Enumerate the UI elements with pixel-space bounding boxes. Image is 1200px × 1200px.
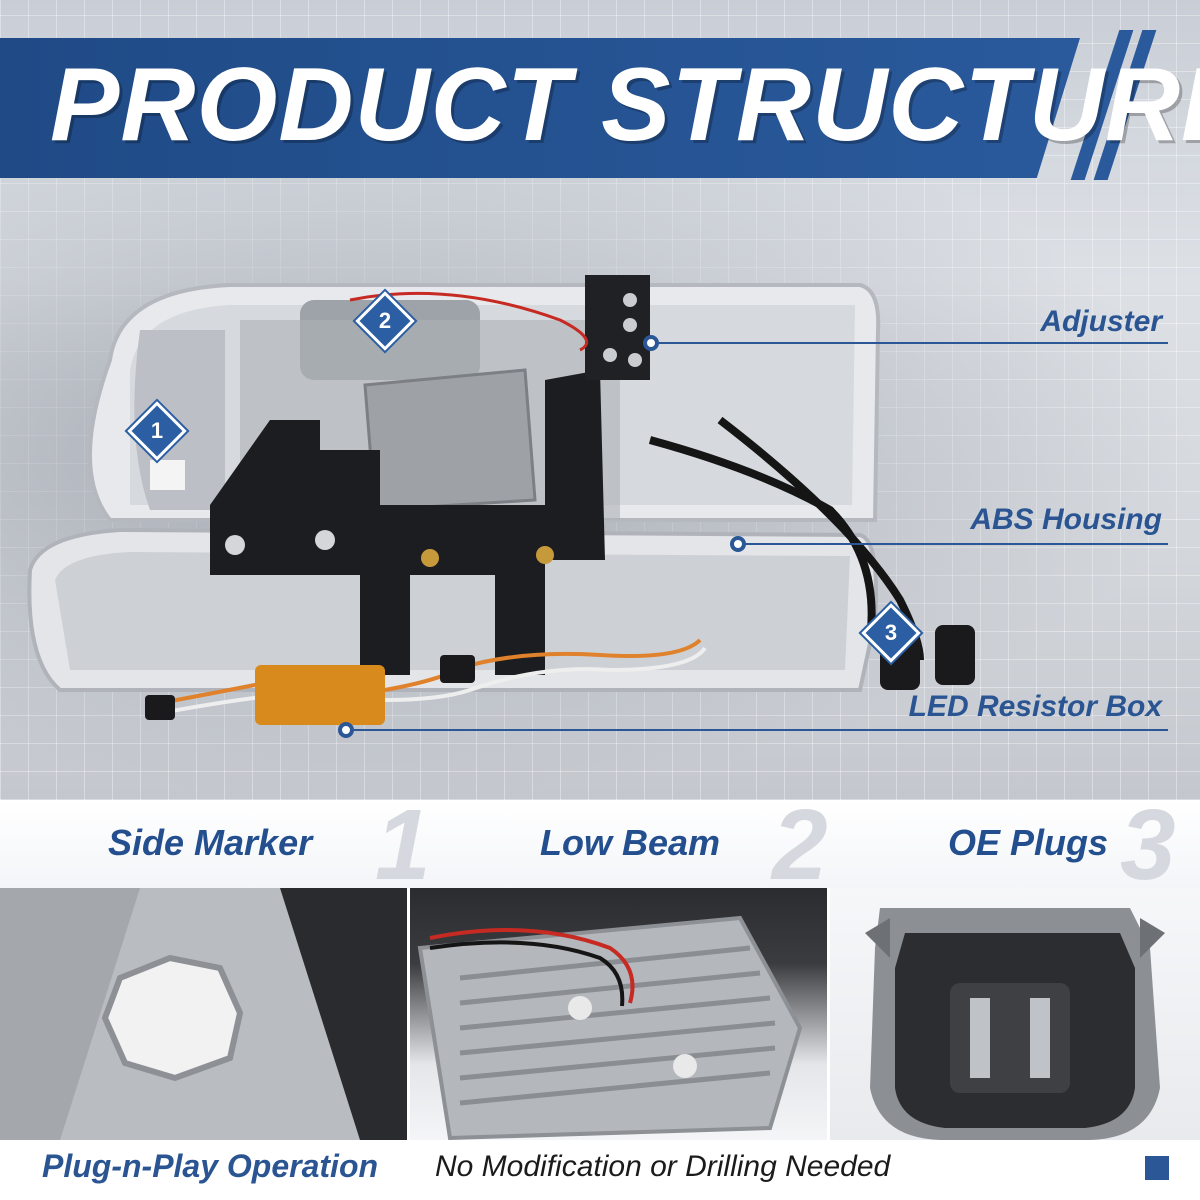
oe-plug-closeup: [830, 888, 1200, 1140]
low-beam-closeup: [410, 888, 830, 1140]
adjuster-label: Adjuster: [1040, 305, 1162, 338]
footer-square-icon: [1145, 1156, 1169, 1180]
footer-headline: Plug-n-Play Operation: [42, 1148, 379, 1184]
headlight-assembly-illustration: [27, 275, 975, 725]
side-marker-closeup-image: [0, 888, 410, 1140]
abs-housing-label: ABS Housing: [970, 503, 1162, 536]
title-banner: [0, 38, 1080, 178]
part-label-side-marker: Side Marker: [108, 822, 313, 863]
low-beam-closeup-image: [417, 915, 803, 1140]
abs-housing-callout-dot: [730, 536, 746, 552]
footer-subtext: No Modification or Drilling Needed: [435, 1150, 891, 1183]
page-title: PRODUCT STRUCTURE: [50, 47, 1200, 163]
product-hero-image: PRODUCT STRUCTURE Adjuster ABS Housing L…: [0, 0, 1200, 800]
resistor-box-callout-dot: [338, 722, 354, 738]
oe-plug-closeup-image: [865, 908, 1165, 1140]
abs-housing-callout-line: [745, 543, 1168, 545]
part-number-2: 2: [772, 789, 828, 901]
side-marker-closeup: [0, 888, 410, 1140]
adjuster-callout-dot: [643, 335, 659, 351]
part-label-oe-plugs: OE Plugs: [948, 822, 1109, 863]
part-number-3: 3: [1120, 789, 1176, 901]
part-labels-strip: Side Marker 1 Low Beam 2 OE Plugs 3: [0, 789, 1200, 901]
adjuster-callout-line: [658, 342, 1168, 344]
resistor-box-callout-line: [353, 729, 1168, 731]
resistor-box-label: LED Resistor Box: [908, 690, 1162, 723]
part-number-1: 1: [375, 789, 431, 901]
part-label-low-beam: Low Beam: [540, 822, 721, 863]
footer: Plug-n-Play Operation No Modification or…: [0, 1140, 1200, 1200]
